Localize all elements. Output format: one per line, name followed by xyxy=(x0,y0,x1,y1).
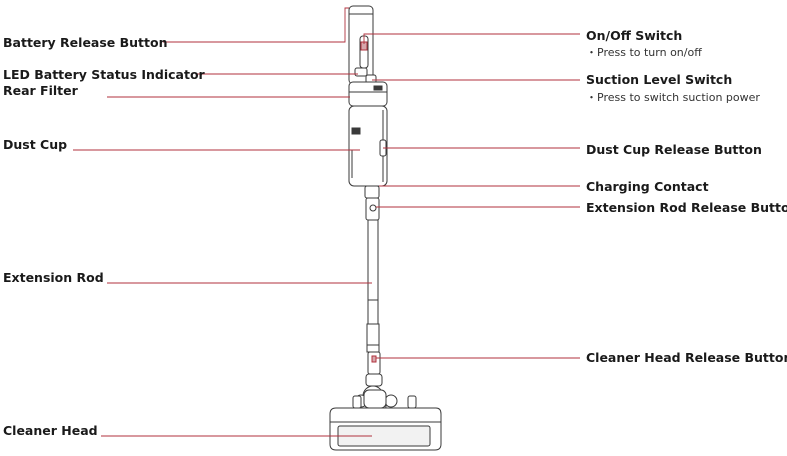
leader-lines xyxy=(73,7,580,437)
leader-on-off xyxy=(363,33,580,44)
label-led-battery-status-indicator: LED Battery Status Indicator xyxy=(3,67,205,82)
label-extension-rod: Extension Rod xyxy=(3,270,104,285)
charging-contact xyxy=(364,185,380,199)
label-rear-filter: Rear Filter xyxy=(3,83,78,98)
note-on-off-switch: ・Press to turn on/off xyxy=(586,46,702,59)
label-cleaner-head-release-button: Cleaner Head Release Button xyxy=(586,350,787,365)
led-indicator xyxy=(354,67,368,77)
vacuum-illustration xyxy=(329,5,442,451)
extension-rod-release-button xyxy=(369,204,377,212)
cleaner-head-release-button xyxy=(367,351,381,375)
label-on-off-switch: On/Off Switch xyxy=(586,28,683,43)
label-dust-cup: Dust Cup xyxy=(3,137,68,152)
label-battery-release-button: Battery Release Button xyxy=(3,35,168,50)
label-dust-cup-release-button: Dust Cup Release Button xyxy=(586,142,762,157)
label-suction-level-switch: Suction Level Switch xyxy=(586,72,733,87)
label-charging-contact: Charging Contact xyxy=(586,179,709,194)
note-suction-level-switch: ・Press to switch suction power xyxy=(586,91,760,104)
leader-battery-release xyxy=(163,7,349,43)
label-extension-rod-release-button: Extension Rod Release Button xyxy=(586,200,787,215)
extension-rod xyxy=(367,219,379,325)
label-cleaner-head: Cleaner Head xyxy=(3,423,98,438)
